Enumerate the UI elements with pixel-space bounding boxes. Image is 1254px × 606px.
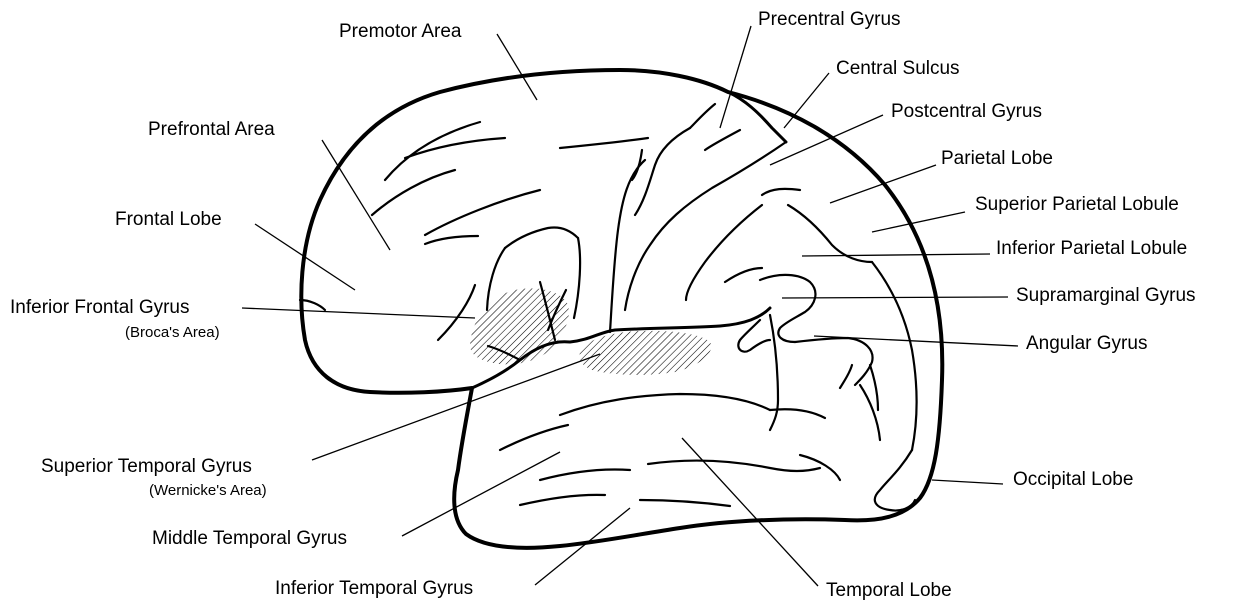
label-temporal-lobe: Temporal Lobe	[826, 580, 952, 602]
label-angular-gyrus: Angular Gyrus	[1026, 333, 1147, 355]
label-inferior-frontal-gyrus: Inferior Frontal Gyrus	[10, 297, 190, 319]
label-occipital-lobe: Occipital Lobe	[1013, 469, 1133, 491]
label-premotor-area: Premotor Area	[339, 21, 462, 43]
label-brocas-area: (Broca's Area)	[125, 324, 220, 342]
label-frontal-lobe: Frontal Lobe	[115, 209, 222, 231]
label-precentral-gyrus: Precentral Gyrus	[758, 9, 901, 31]
label-middle-temporal-gyrus: Middle Temporal Gyrus	[152, 528, 347, 550]
label-inferior-temporal-gyrus: Inferior Temporal Gyrus	[275, 578, 473, 600]
label-superior-parietal-lobule: Superior Parietal Lobule	[975, 194, 1179, 216]
label-postcentral-gyrus: Postcentral Gyrus	[891, 101, 1042, 123]
label-central-sulcus: Central Sulcus	[836, 58, 960, 80]
label-supramarginal-gyrus: Supramarginal Gyrus	[1016, 285, 1196, 307]
label-inferior-parietal-lobule: Inferior Parietal Lobule	[996, 238, 1187, 260]
label-superior-temporal-gyrus: Superior Temporal Gyrus	[41, 456, 252, 478]
brocas-area-hatch	[470, 288, 569, 364]
label-parietal-lobe: Parietal Lobe	[941, 148, 1053, 170]
label-prefrontal-area: Prefrontal Area	[148, 119, 275, 141]
wernickes-area-hatch	[580, 331, 712, 375]
label-wernickes-area: (Wernicke's Area)	[149, 482, 267, 500]
